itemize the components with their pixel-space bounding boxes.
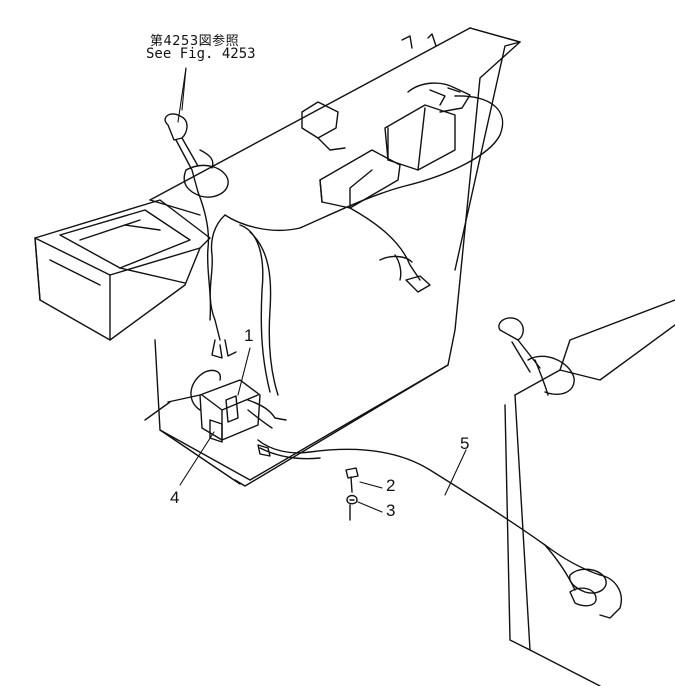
- reference-japanese: 第4253図参照: [150, 34, 240, 49]
- bracket-assembly: [144, 369, 287, 443]
- right-harness: [257, 439, 622, 619]
- harness-wiring: [197, 95, 504, 396]
- callout-4: 4: [170, 488, 180, 507]
- washer: [346, 494, 358, 505]
- right-panel: [498, 299, 675, 686]
- leader-lines: [177, 67, 467, 513]
- callout-1: 1: [244, 326, 254, 345]
- upper-components: [301, 33, 471, 209]
- machine-body: [149, 27, 521, 487]
- left-lever: [164, 113, 229, 198]
- callout-3: 3: [386, 501, 396, 520]
- left-console: [34, 199, 211, 341]
- fasteners: [345, 467, 359, 521]
- callout-2: 2: [386, 476, 396, 495]
- bolt-head: [345, 467, 359, 479]
- reference-english: See Fig. 4253: [146, 46, 256, 62]
- callout-5: 5: [460, 434, 470, 453]
